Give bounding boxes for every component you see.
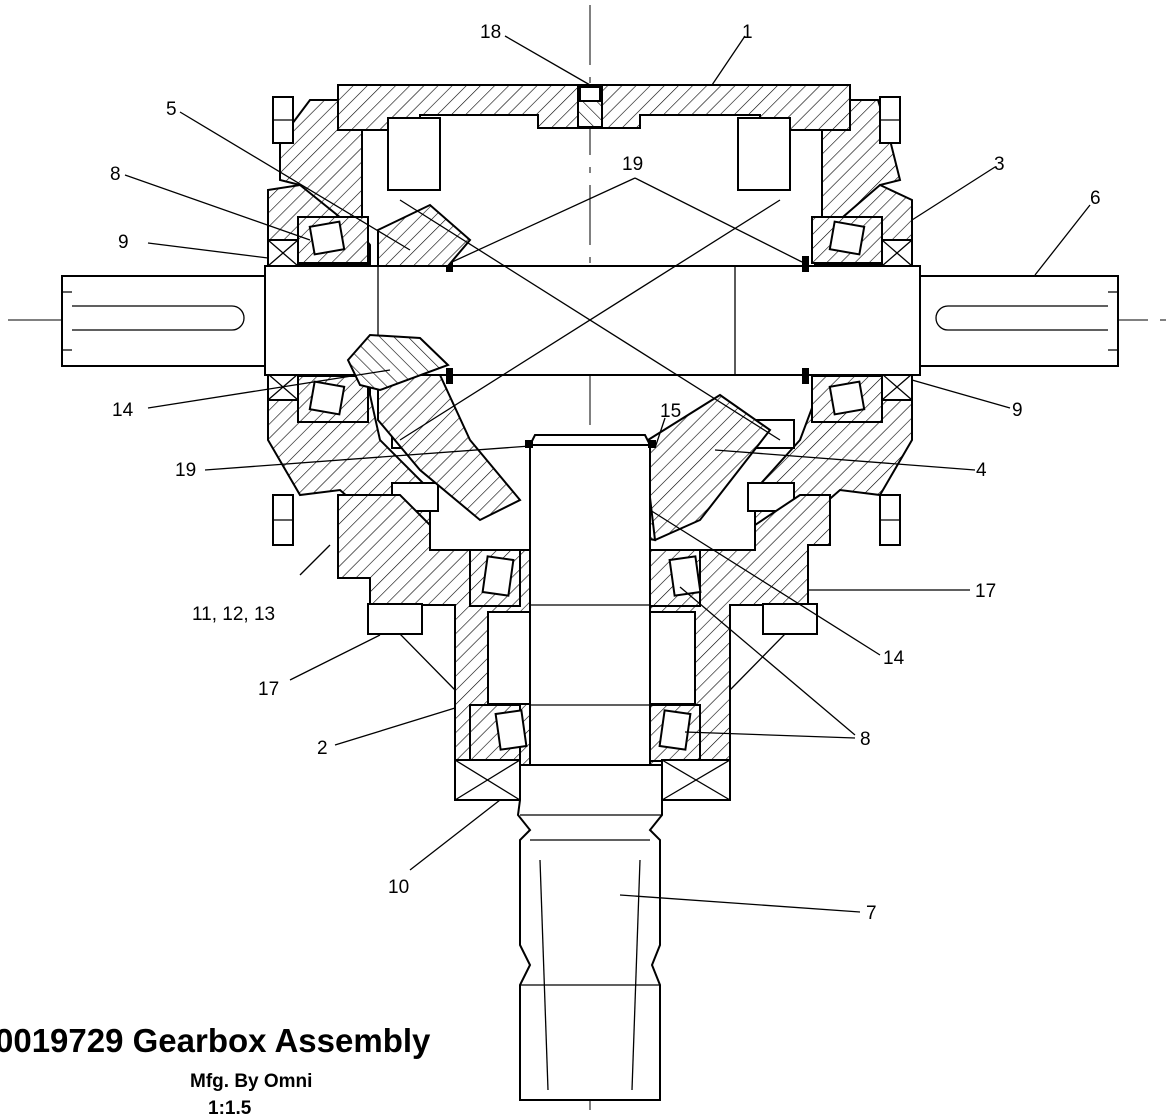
bolts-top: [272, 96, 901, 546]
callout-14-right: 14: [883, 648, 905, 669]
housing-cover-part-1: [279, 84, 902, 237]
callout-6: 6: [1090, 188, 1101, 209]
callout-3: 3: [994, 154, 1005, 175]
callout-17-left: 17: [258, 679, 279, 700]
callout-1: 1: [742, 22, 753, 43]
callout-labels: 18 1 5 8 19 3 6 9 14 15 9 19 4 17 11, 12…: [110, 22, 1101, 924]
horizontal-shaft-part-6: [61, 256, 1119, 384]
scale-label: 1:1.5: [208, 1098, 252, 1114]
vertical-shaft-part-7: [516, 434, 663, 1101]
callout-9-right: 9: [1012, 400, 1023, 421]
callout-17-right: 17: [975, 581, 996, 602]
callout-10: 10: [388, 877, 409, 898]
callout-19-lower: 19: [175, 460, 196, 481]
manufacturer-label: Mfg. By Omni: [190, 1071, 312, 1092]
title-block: 0019729 Gearbox Assembly Mfg. By Omni 1:…: [0, 1022, 431, 1114]
drawing-title: 0019729 Gearbox Assembly: [0, 1022, 431, 1059]
bevel-gears: [346, 199, 781, 542]
seal-part-10: [454, 759, 731, 801]
leader-lines: [124, 35, 1091, 913]
callout-4: 4: [976, 460, 987, 481]
callout-2: 2: [317, 738, 328, 759]
callout-14-left: 14: [112, 400, 134, 421]
callout-19: 19: [622, 154, 643, 175]
callout-8-lower: 8: [860, 729, 871, 750]
callout-7: 7: [866, 903, 877, 924]
callout-18: 18: [480, 22, 501, 43]
callout-5: 5: [166, 99, 177, 120]
callout-15: 15: [660, 401, 681, 422]
callout-11-12-13: 11, 12, 13: [192, 604, 275, 625]
callout-8: 8: [110, 164, 121, 185]
callout-9-left: 9: [118, 232, 129, 253]
